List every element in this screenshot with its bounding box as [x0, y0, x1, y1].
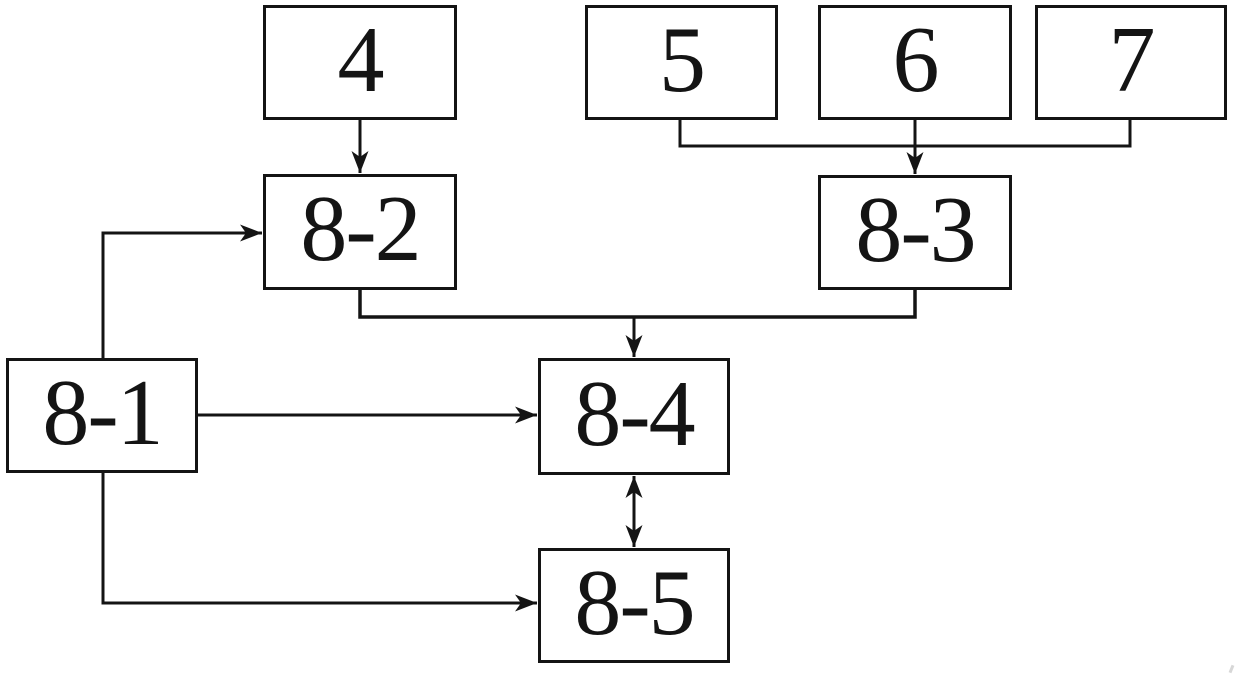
node-7: 7: [1035, 5, 1227, 120]
node-6-label: 6: [892, 7, 940, 112]
edge-collector-5-7: [678, 119, 1132, 148]
edge-8-1-to-8-5: [101, 471, 537, 612]
node-8-4: 8-4: [538, 358, 730, 475]
node-8-5-label: 8-5: [574, 550, 695, 655]
node-8-3-label: 8-3: [855, 177, 976, 282]
edge-8-1-to-8-2: [101, 224, 262, 360]
node-8-1: 8-1: [6, 358, 198, 473]
node-5: 5: [585, 5, 778, 120]
node-8-2: 8-2: [263, 174, 457, 290]
node-5-label: 5: [659, 7, 706, 112]
node-7-label: 7: [1108, 7, 1156, 112]
node-4: 4: [263, 5, 457, 120]
edge-collector-8-2-8-3: [358, 288, 917, 319]
node-8-2-label: 8-2: [300, 177, 421, 281]
node-8-3: 8-3: [818, 175, 1012, 290]
node-8-5: 8-5: [538, 548, 730, 663]
node-8-4-label: 8-4: [574, 361, 695, 466]
node-8-1-label: 8-1: [42, 360, 163, 465]
node-6: 6: [818, 5, 1012, 120]
node-4-label: 4: [337, 7, 385, 112]
